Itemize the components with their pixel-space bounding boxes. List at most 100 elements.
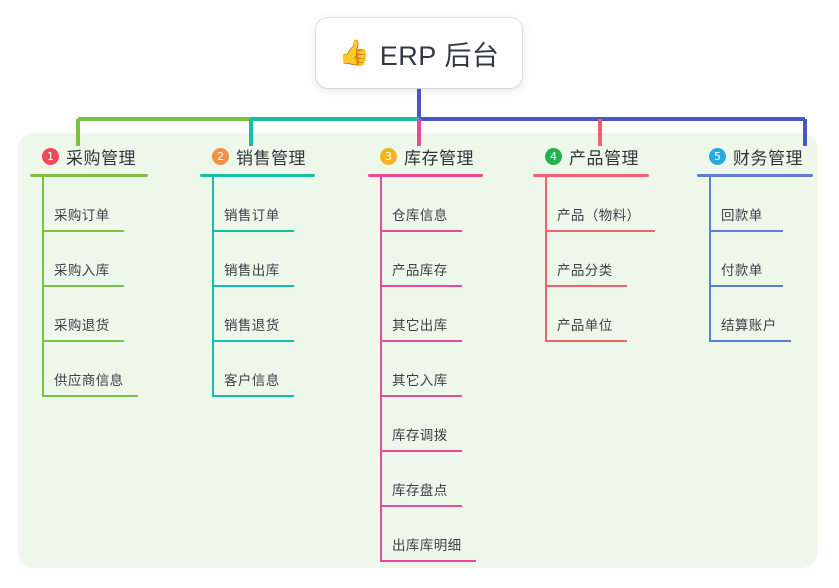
branch-items-3: 仓库信息产品库存其它出库其它入库库存调拨库存盘点出库库明细 <box>368 177 483 562</box>
branch-item-rule <box>380 340 462 342</box>
branch-item-label: 产品分类 <box>557 263 613 278</box>
branch-item-rule <box>545 285 627 287</box>
branch-header-2[interactable]: 2 销售管理 <box>200 143 315 169</box>
branch-title-1: 采购管理 <box>66 148 136 168</box>
branch-number-badge-1: 1 <box>42 147 59 165</box>
branch-item[interactable]: 库存盘点 <box>368 452 483 507</box>
branch-item[interactable]: 其它出库 <box>368 287 483 342</box>
branch-header-4[interactable]: 4 产品管理 <box>533 143 649 169</box>
branch-title-2: 销售管理 <box>236 148 306 168</box>
branch-item-label: 仓库信息 <box>392 208 448 223</box>
branch-items-2: 销售订单销售出库销售退货客户信息 <box>200 177 315 397</box>
branch-header-rule-1 <box>30 174 148 177</box>
root-node-card[interactable]: 👍 ERP 后台 <box>316 18 522 88</box>
branch-item-label: 库存盘点 <box>392 483 448 498</box>
branch-item-rule <box>545 340 627 342</box>
branch-item[interactable]: 客户信息 <box>200 342 315 397</box>
branch-item-label: 库存调拨 <box>392 428 448 443</box>
branch-spine-1 <box>42 177 44 397</box>
branch-title-4: 产品管理 <box>569 148 639 168</box>
branch-item[interactable]: 产品单位 <box>533 287 649 342</box>
branch-item-label: 付款单 <box>721 263 763 278</box>
branch-column-1: 1 采购管理采购订单采购入库采购退货供应商信息 <box>30 143 148 397</box>
branch-item-label: 销售退货 <box>224 318 280 333</box>
branch-number-badge-3: 3 <box>380 147 397 165</box>
branch-item-label: 产品库存 <box>392 263 448 278</box>
branch-item[interactable]: 供应商信息 <box>30 342 148 397</box>
branch-number-badge-4: 4 <box>545 147 562 165</box>
branch-item-label: 其它出库 <box>392 318 448 333</box>
branch-header-rule-5 <box>697 174 813 177</box>
branch-item[interactable]: 销售订单 <box>200 177 315 232</box>
branch-item-label: 采购退货 <box>54 318 110 333</box>
branch-item[interactable]: 其它入库 <box>368 342 483 397</box>
branch-item-label: 其它入库 <box>392 373 448 388</box>
branch-item-rule <box>709 230 783 232</box>
branch-item-rule <box>380 285 462 287</box>
branch-item-label: 客户信息 <box>224 373 280 388</box>
branch-header-rule-3 <box>368 174 483 177</box>
branch-item-rule <box>545 230 655 232</box>
branch-item-rule <box>709 340 791 342</box>
branch-item[interactable]: 库存调拨 <box>368 397 483 452</box>
branch-column-4: 4 产品管理产品（物料） 产品分类产品单位 <box>533 143 655 342</box>
branch-item[interactable]: 出库库明细 <box>368 507 483 562</box>
branch-spine-2 <box>212 177 214 397</box>
branch-item[interactable]: 产品库存 <box>368 232 483 287</box>
branch-items-1: 采购订单采购入库采购退货供应商信息 <box>30 177 148 397</box>
branch-item[interactable]: 产品（物料） <box>533 177 655 232</box>
branch-item-label: 销售订单 <box>224 208 280 223</box>
branch-item[interactable]: 销售退货 <box>200 287 315 342</box>
branch-item-label: 出库库明细 <box>392 538 462 553</box>
branch-number-badge-5: 5 <box>709 147 726 165</box>
branch-item-rule <box>380 560 476 562</box>
branch-item-rule <box>380 450 462 452</box>
root-node-label: ERP 后台 <box>379 40 500 71</box>
branch-title-3: 库存管理 <box>404 148 474 168</box>
branch-column-3: 3 库存管理仓库信息产品库存其它出库其它入库库存调拨库存盘点出库库明细 <box>368 143 483 562</box>
branch-item-label: 供应商信息 <box>54 373 124 388</box>
branch-item[interactable]: 回款单 <box>697 177 813 232</box>
branch-items-5: 回款单付款单结算账户 <box>697 177 813 342</box>
branch-item-label: 采购订单 <box>54 208 110 223</box>
branch-header-rule-2 <box>200 174 315 177</box>
branch-item-label: 采购入库 <box>54 263 110 278</box>
branch-item-rule <box>42 340 124 342</box>
branch-item[interactable]: 仓库信息 <box>368 177 483 232</box>
branch-item-label: 产品（物料） <box>557 208 641 223</box>
branch-item[interactable]: 付款单 <box>697 232 813 287</box>
branch-item[interactable]: 采购入库 <box>30 232 148 287</box>
branch-number-badge-2: 2 <box>212 147 229 165</box>
branch-item-label: 销售出库 <box>224 263 280 278</box>
branch-spine-4 <box>545 177 547 342</box>
branch-item[interactable]: 采购订单 <box>30 177 148 232</box>
branch-item-rule <box>380 395 462 397</box>
branch-header-rule-4 <box>533 174 649 177</box>
branch-item[interactable]: 销售出库 <box>200 232 315 287</box>
branch-header-3[interactable]: 3 库存管理 <box>368 143 483 169</box>
branch-item-rule <box>42 230 124 232</box>
branch-spine-3 <box>380 177 382 562</box>
diagram-panel-background <box>18 133 818 568</box>
branch-item-label: 回款单 <box>721 208 763 223</box>
thumbs-up-icon: 👍 <box>338 38 370 67</box>
branch-item-rule <box>42 395 138 397</box>
branch-item-label: 结算账户 <box>721 318 777 333</box>
branch-item-rule <box>212 395 294 397</box>
branch-item-label: 产品单位 <box>557 318 613 333</box>
branch-item-rule <box>212 285 294 287</box>
branch-spine-5 <box>709 177 711 342</box>
branch-items-4: 产品（物料） 产品分类产品单位 <box>533 177 655 342</box>
branch-column-2: 2 销售管理销售订单销售出库销售退货客户信息 <box>200 143 315 397</box>
branch-header-1[interactable]: 1 采购管理 <box>30 143 148 169</box>
branch-item[interactable]: 产品分类 <box>533 232 649 287</box>
branch-item[interactable]: 结算账户 <box>697 287 813 342</box>
branch-item-rule <box>709 285 783 287</box>
branch-item-rule <box>212 340 294 342</box>
branch-item-rule <box>212 230 294 232</box>
branch-item-rule <box>380 505 462 507</box>
branch-item[interactable]: 采购退货 <box>30 287 148 342</box>
